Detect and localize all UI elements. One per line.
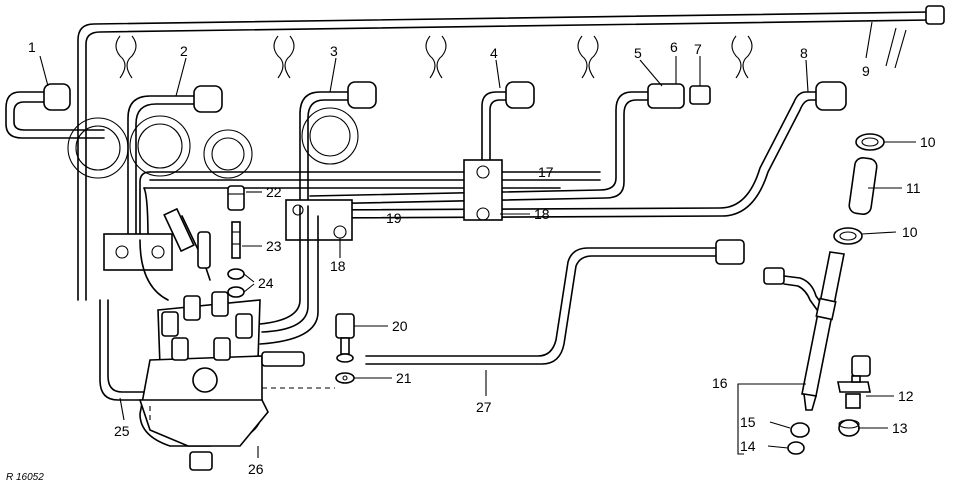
bleed-screw-22 <box>227 185 245 211</box>
callout-23: 23 <box>266 238 282 254</box>
callout-26: 26 <box>248 461 264 477</box>
callout-4: 4 <box>490 45 498 61</box>
callout-22: 22 <box>266 184 282 200</box>
callout-17: 17 <box>538 164 554 180</box>
callout-13: 13 <box>892 420 908 436</box>
callout-5: 5 <box>634 45 642 61</box>
cap-screw-20 <box>335 313 355 355</box>
leak-off-clip <box>115 35 753 79</box>
line-bundle <box>139 171 601 241</box>
seal-14 <box>787 441 805 455</box>
fuel-supply-line-27 <box>261 239 745 367</box>
callout-27: 27 <box>476 399 492 415</box>
callout-11: 11 <box>906 180 921 196</box>
nozzle-fitting-12 <box>837 355 871 409</box>
line-clamp-19 <box>285 199 353 241</box>
callout-6: 6 <box>670 39 678 55</box>
callout-16: 16 <box>712 375 728 391</box>
callout-25: 25 <box>114 423 130 439</box>
leader-lines <box>39 21 916 458</box>
injection-nozzle-16 <box>763 251 845 411</box>
line-clamp-17-18 <box>463 159 503 221</box>
valve-23 <box>231 221 241 259</box>
callout-9: 9 <box>862 63 870 79</box>
injection-line-3 <box>299 81 377 207</box>
callout-8: 8 <box>800 45 808 61</box>
callout-7: 7 <box>694 41 702 57</box>
line-clamp-left <box>103 233 173 271</box>
injection-line-5 <box>309 83 711 205</box>
bracket-16 <box>737 383 806 455</box>
seal-15 <box>790 422 810 438</box>
leak-off-line <box>77 5 945 301</box>
injection-line-4 <box>481 81 535 169</box>
washer-21 <box>335 353 355 384</box>
callout-15: 15 <box>740 414 756 430</box>
seal-13 <box>838 419 860 437</box>
callout-14: 14 <box>740 438 756 454</box>
callout-labels: 1 2 3 4 5 6 7 8 9 10 10 11 12 13 14 15 1… <box>28 39 936 477</box>
callout-20: 20 <box>392 318 408 334</box>
injection-line-2 <box>127 85 253 237</box>
callout-19: 19 <box>386 210 402 226</box>
clamp-10-lower <box>833 227 863 245</box>
injection-pump <box>99 205 335 471</box>
sleeve-11 <box>848 156 878 216</box>
figure-reference-code: R 16052 <box>6 472 44 483</box>
callout-21: 21 <box>396 370 412 386</box>
callout-12: 12 <box>898 388 914 404</box>
callout-18-left: 18 <box>330 258 346 274</box>
clamp-10-upper <box>855 133 885 151</box>
callout-1: 1 <box>28 39 36 55</box>
callout-2: 2 <box>180 43 188 59</box>
callout-18-right: 18 <box>534 206 550 222</box>
injection-line-8 <box>309 81 847 219</box>
injection-line-1 <box>5 83 129 179</box>
callout-24: 24 <box>258 275 274 291</box>
callout-3: 3 <box>330 43 338 59</box>
washers-24 <box>227 268 245 298</box>
callout-10-lower: 10 <box>902 224 918 240</box>
callout-10-upper: 10 <box>920 134 936 150</box>
